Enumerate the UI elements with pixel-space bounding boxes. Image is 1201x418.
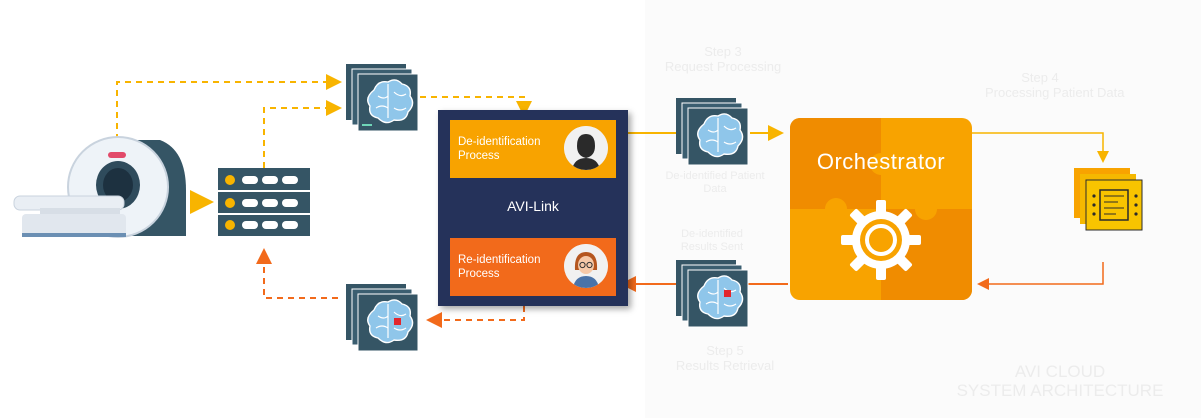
brain-scan-stack-icon xyxy=(346,284,419,352)
orchestrator-title: Orchestrator xyxy=(816,149,946,174)
flow-images-to-avilink xyxy=(420,96,532,117)
flow-server-to-images xyxy=(263,100,342,168)
reidentification-process: Re-identification Process xyxy=(450,238,616,296)
flow-images-to-server xyxy=(256,248,338,299)
deid-results-label: De-identified Results Sent xyxy=(680,228,744,253)
avi-link-title: AVI-Link xyxy=(507,198,559,214)
reid-label: Re-identification Process xyxy=(458,254,541,280)
server-rack-icon xyxy=(218,168,310,236)
woman-avatar-icon xyxy=(564,244,608,288)
gear-icon xyxy=(841,200,921,280)
brain-scan-stack-icon xyxy=(676,98,749,166)
mri-scanner-icon xyxy=(13,136,186,238)
flow-avilink-to-images xyxy=(426,306,525,328)
ai-chip-icon xyxy=(1074,168,1143,231)
avi-link-box: De-identification Process AVI-Link Re-id… xyxy=(438,110,628,306)
deidentification-process: De-identification Process xyxy=(450,120,616,178)
flow-scanner-to-images xyxy=(116,74,342,140)
anonymous-person-icon xyxy=(564,126,608,170)
deid-data-label: De-identified Patient Data xyxy=(665,170,765,195)
brain-scan-stack-icon xyxy=(676,260,749,328)
flow-ai-to-orchestrator xyxy=(977,262,1104,290)
deid-label: De-identification Process xyxy=(458,136,541,162)
orchestrator-box: Orchestrator xyxy=(790,118,972,300)
flow-orchestrator-to-ai xyxy=(972,132,1109,163)
brain-scan-stack-icon xyxy=(346,64,419,132)
